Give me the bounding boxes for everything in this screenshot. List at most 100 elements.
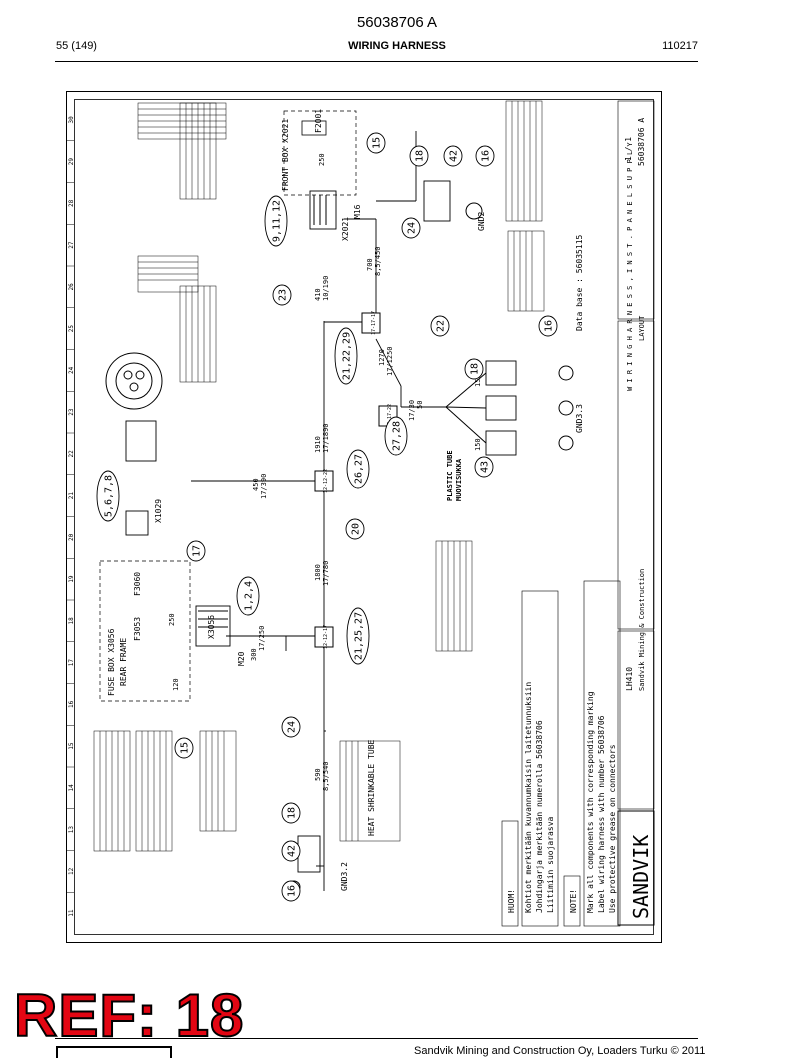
ruler-number: 23 [68, 408, 75, 416]
dim-label: 300 [250, 648, 258, 661]
dim-label: 1800 [314, 564, 322, 581]
sandvik-logo: SANDVIK [629, 835, 653, 919]
ruler-number: 20 [68, 533, 75, 541]
balloon-b22: 22 [430, 315, 450, 337]
dim-label: 250 [318, 153, 326, 166]
dim-label: 250 [168, 613, 176, 626]
parts-tables [93, 100, 545, 852]
balloon-label: 42 [287, 845, 298, 857]
ruler-number: 16 [68, 700, 75, 708]
ref-stamp: REF: 18 [13, 982, 245, 1049]
dim-label: 17/1890 [322, 423, 330, 453]
f3060-label: F3060 [133, 572, 142, 596]
dim-label: 410 [314, 288, 322, 301]
ruler-number: 24 [68, 366, 75, 374]
drawing-number: 56038706 A [637, 118, 646, 166]
drawing-title: W I R I N G H A R N E S S , I N S T . P … [626, 142, 634, 391]
balloon-label: 9,11,12 [272, 200, 283, 242]
balloon-b16-gnd3: 16 [538, 315, 558, 337]
balloon-label: 21,22,29 [342, 332, 353, 380]
header-rule [55, 61, 698, 62]
balloon-label: 23 [278, 289, 289, 301]
ruler-number: 14 [68, 784, 75, 792]
balloon-label: 16 [544, 320, 555, 332]
dim-label: 17/780 [322, 561, 330, 586]
balloon-label: 43 [480, 461, 491, 473]
balloon-label: 21,25,27 [354, 612, 365, 660]
sheet-label: 1 / 1 [624, 137, 633, 161]
dim-label: 450 [252, 478, 260, 491]
x1029-label: X1029 [154, 499, 163, 523]
dim-label: 1910 [314, 436, 322, 453]
footer-text: Sandvik Mining and Construction Oy, Load… [414, 1045, 706, 1057]
ruler-number: 26 [68, 283, 75, 291]
huom-line: Kohtiot merkitään kuvannumkaisin laitetu… [524, 682, 533, 913]
balloon-b5-6-7-8: 5,6,7,8 [96, 470, 120, 522]
dim-label: 8,5/450 [374, 246, 382, 276]
balloon-b1-2-4: 1,2,4 [236, 576, 260, 616]
m20-label: M20 [237, 651, 246, 666]
balloon-b20: 20 [345, 518, 365, 540]
balloon-label: 22 [436, 320, 447, 332]
balloon-b15-left: 15 [174, 737, 194, 759]
balloon-b26-27: 26,27 [346, 449, 370, 489]
balloon-label: 16 [287, 885, 298, 897]
dim-label: 17/390 [260, 474, 268, 499]
balloon-label: 27,28 [392, 421, 403, 451]
balloon-b18-top: 18 [409, 145, 429, 167]
components [99, 110, 574, 894]
balloon-label: 15 [180, 742, 191, 754]
dim-label: 8,5/540 [322, 761, 330, 791]
gnd2-label: GND2 [477, 212, 486, 231]
gnd3-2-label: GND3.2 [340, 862, 349, 891]
dim-label: 590 [314, 768, 322, 781]
ruler-number: 28 [68, 199, 75, 207]
dim-label: 150 [474, 438, 482, 451]
machine-label: LH410 [625, 667, 634, 691]
fuse-box-label: FUSE BOX X3056 [107, 628, 116, 696]
dim-label: 17/30 [408, 400, 416, 421]
balloon-label: 5,6,7,8 [104, 475, 115, 517]
balloon-label: 24 [287, 721, 298, 733]
dim-label: 120 [172, 678, 180, 691]
balloon-b23: 23 [272, 284, 292, 306]
ruler-number: 17 [68, 659, 75, 667]
ruler-number: 11 [68, 909, 75, 917]
junction-label: 12-12-22 [323, 469, 329, 493]
balloon-b18-mid: 18 [464, 358, 484, 380]
muovisukka-label: MUOVISUKKA [455, 458, 463, 501]
date-code: 110217 [662, 40, 698, 52]
layout-label: LAYOUT [638, 315, 646, 341]
balloon-label: 18 [470, 363, 481, 375]
balloon-b16-left: 16 [281, 880, 301, 902]
balloon-b16-top: 16 [475, 145, 495, 167]
balloon-b43: 43 [474, 456, 494, 478]
note-title: NOTE! [569, 889, 578, 913]
dim-label: 50 [416, 401, 424, 409]
junction-label: 17-17-17 [371, 311, 377, 335]
junction-label: 17-17-22 [387, 404, 393, 428]
ruler-number: 18 [68, 617, 75, 625]
dim-label: 10/190 [322, 276, 330, 301]
dimension-labels: 250 410 10/190 700 8,5/450 1270 17/1250 … [168, 153, 482, 791]
dim-label: 17/250 [258, 626, 266, 651]
huom-line: Johdingarja merkitään numerolla 56038706 [535, 720, 544, 913]
gnd3-3-label: GND3.3 [575, 404, 584, 433]
notes: HUOM! Kohtiot merkitään kuvannumkaisin l… [501, 580, 621, 927]
balloon-b24-left: 24 [281, 716, 301, 738]
x2021-label: X2021 [341, 217, 350, 241]
ruler-number: 25 [68, 325, 75, 333]
balloon-label: 15 [372, 137, 383, 149]
component-labels: FRONT BOX X2021 F2001 X2021 M16 GND2 GND… [107, 109, 584, 891]
balloon-label: 16 [481, 150, 492, 162]
junction-label: 12-12-17 [323, 625, 329, 649]
plastic-tube-label: PLASTIC TUBE [446, 450, 454, 501]
balloon-label: 20 [351, 523, 362, 535]
ruler-number: 19 [68, 575, 75, 583]
dim-label: 1270 [378, 349, 386, 366]
ruler-number: 12 [68, 867, 75, 875]
f3053-label: F3053 [133, 617, 142, 641]
ruler-number: 30 [68, 116, 75, 124]
